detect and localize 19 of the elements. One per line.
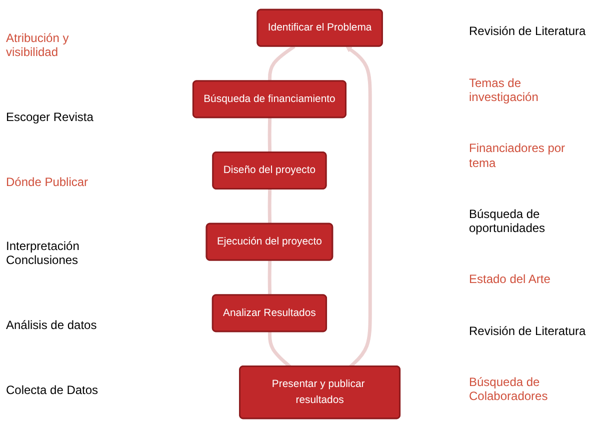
annotation-text: Dónde Publicar xyxy=(6,174,90,189)
connector xyxy=(268,118,272,153)
annotation-text: Temas de investigación xyxy=(469,76,540,104)
annotation-text: Interpretación Conclusiones xyxy=(6,239,80,268)
annotation-text: Revisión de Literatura xyxy=(469,324,587,338)
annotation-text: Escoger Revista xyxy=(6,110,94,124)
annotation-text: Estado del Arte xyxy=(469,272,552,287)
connector xyxy=(268,260,272,296)
annotation-text: Búsqueda de oportunidades xyxy=(469,206,546,236)
annotation-text: Atribución y visibilidad xyxy=(6,31,70,60)
arrow xyxy=(346,46,372,368)
annotation-text: Análisis de datos xyxy=(6,318,98,332)
annotation-text: Colecta de Datos xyxy=(6,382,100,397)
annotation-text: Revisión de Literatura xyxy=(469,24,587,39)
connector xyxy=(268,189,272,224)
annotation-text: Búsqueda de Colaboradores xyxy=(469,374,549,404)
connector xyxy=(268,332,292,368)
connector xyxy=(268,45,296,82)
annotation-text: Financiadores por tema xyxy=(469,141,566,170)
